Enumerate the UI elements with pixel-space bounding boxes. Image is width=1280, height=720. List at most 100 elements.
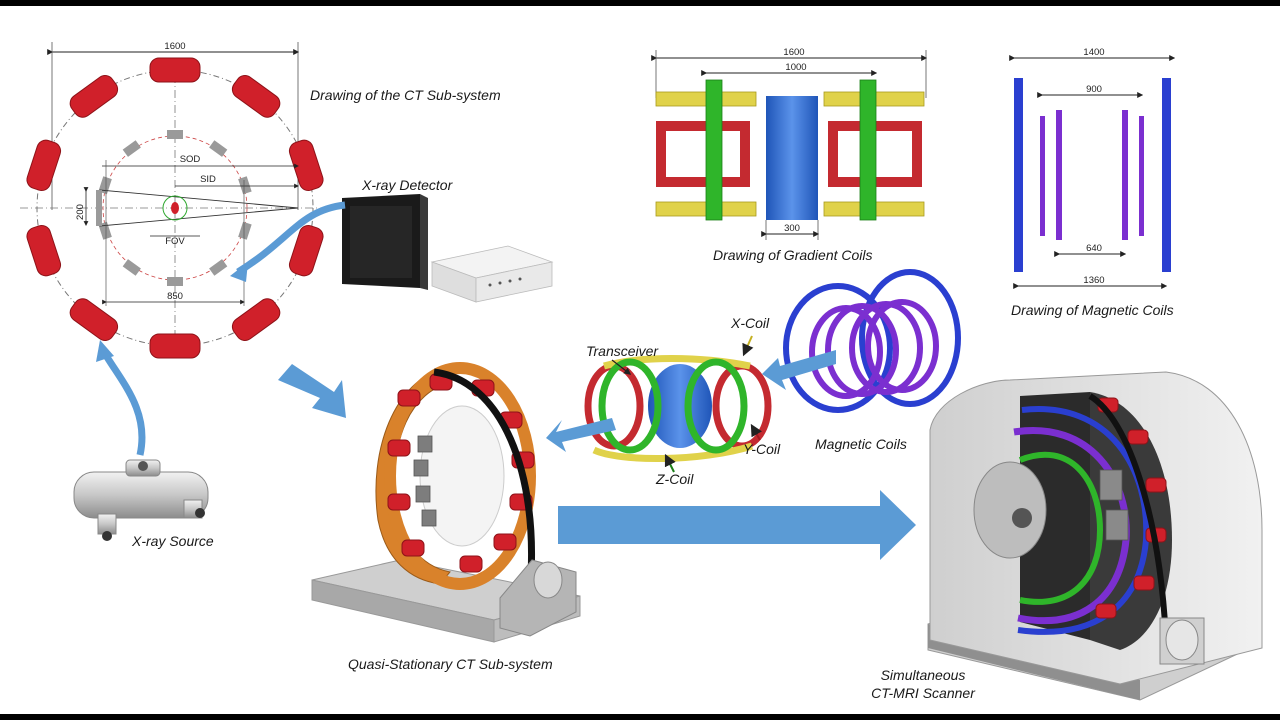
outer-magnet-ring: [783, 283, 893, 413]
fov-label: FOV: [165, 236, 185, 247]
magnet-outer-coil: [1162, 78, 1171, 272]
xray-detector-caption: X-ray Detector: [361, 177, 454, 193]
orange-ring: [384, 362, 536, 590]
detector-arrow: [236, 201, 346, 275]
controller-light: [518, 277, 522, 281]
magnet-inner-coil: [1056, 110, 1062, 240]
xray-source-illustration: [73, 459, 209, 541]
detector-segment: [167, 277, 183, 286]
phantom-object: [171, 202, 179, 214]
z-coil-bar: [705, 79, 723, 221]
ring-detector: [421, 509, 437, 527]
drive-belt: [433, 368, 535, 591]
scanner-motor-pulley: [1165, 619, 1199, 661]
detector-surface: [350, 206, 412, 278]
controller-light: [488, 283, 492, 287]
fov-circle: [162, 195, 188, 221]
height-dimension: 200: [75, 204, 86, 220]
scanner-source: [1127, 429, 1149, 445]
detector-segment: [209, 259, 228, 276]
detector-segment: [122, 259, 141, 276]
detector-controller-box: [430, 245, 554, 303]
magnetic-short-dimension: 640: [1086, 243, 1102, 254]
x-coil-caption: X-Coil: [730, 315, 770, 331]
ring-detector: [415, 485, 431, 503]
bore-object: [1012, 508, 1032, 528]
ct-drawing: 1600: [20, 41, 330, 359]
magnetic-drawing-caption: Drawing of Magnetic Coils: [1011, 302, 1174, 318]
gradient-coils-drawing: 1600 1000 300: [651, 47, 928, 240]
magnetic-coils-caption: Magnetic Coils: [815, 436, 907, 452]
scanner-green-coil: [1018, 451, 1104, 605]
detector-arrow-head: [230, 262, 248, 282]
magnetic-coils-drawing: 1400 900 640 1360: [1009, 47, 1176, 289]
xray-source-tube: [231, 298, 281, 341]
scanner-detector: [1105, 509, 1129, 541]
gradient-inner-dimension: 1000: [785, 62, 806, 73]
scanner-source: [1095, 603, 1117, 619]
xray-source-tube: [288, 139, 324, 191]
magnetic-inner-dimension: 900: [1086, 84, 1102, 95]
gradient-drawing-caption: Drawing of Gradient Coils: [713, 247, 873, 263]
controller-light: [508, 279, 512, 283]
ring-source: [397, 389, 421, 407]
detector-segment: [238, 221, 252, 240]
x-coil-pointer: [742, 335, 754, 357]
ring-source: [387, 493, 411, 511]
y-coil-pointer: [750, 423, 762, 441]
magnet-inner-coil: [1122, 110, 1128, 240]
transceiver-block: [766, 96, 818, 220]
green-coil-3d: [598, 358, 662, 454]
ring-source: [493, 533, 517, 551]
magnetic-bottom-dimension: 1360: [1083, 275, 1104, 286]
transceiver-caption: Transceiver: [586, 343, 659, 359]
transceiver-pointer: [611, 359, 632, 375]
xray-source-tube: [149, 57, 201, 83]
controller-light: [498, 281, 502, 285]
magnet-inner-coil: [1139, 116, 1144, 236]
xray-source-tube: [69, 75, 119, 118]
scanner-detector: [1099, 469, 1123, 501]
detector-segment: [167, 130, 183, 139]
source-connector-end: [102, 531, 112, 541]
inner-magnet-ring: [865, 299, 939, 393]
scanner-belt: [1088, 393, 1169, 641]
sod-label: SOD: [180, 154, 201, 165]
z-coil-caption: Z-Coil: [655, 471, 694, 487]
x-coil-loop: [656, 121, 750, 187]
detector-segment: [122, 140, 141, 157]
xray-source-tube: [231, 75, 281, 118]
ct-drawing-caption: Drawing of the CT Sub-system: [310, 87, 501, 103]
scanner-caption-line2: CT-MRI Scanner: [871, 685, 976, 701]
scanner-source: [1133, 575, 1155, 591]
detector-segment: [238, 176, 252, 195]
ct-outer-dimension: 1600: [164, 41, 185, 52]
ring-detector: [417, 435, 433, 453]
magnetic-coils-illustration: [783, 269, 961, 413]
xray-source-tube: [26, 225, 62, 277]
xray-source-tube: [26, 139, 62, 191]
detector-panel-side: [420, 194, 428, 290]
source-window: [138, 461, 148, 471]
ring-source: [387, 439, 411, 457]
z-coil-pointer: [664, 453, 676, 473]
xray-detector-illustration: [342, 194, 428, 290]
transceiver-cylinder: [648, 364, 712, 448]
yellow-coil-3d: [592, 442, 754, 463]
ring-detector: [413, 459, 429, 477]
gradient-gap-dimension: 300: [784, 223, 800, 234]
quasi-ct-caption: Quasi-Stationary CT Sub-system: [348, 656, 553, 672]
ring-source: [401, 539, 425, 557]
y-coil-caption: Y-Coil: [743, 441, 781, 457]
magnetic-outer-dimension: 1400: [1083, 47, 1104, 58]
ct-mri-scanner-illustration: [927, 371, 1263, 701]
assembly-to-scanner-arrow: [558, 490, 916, 560]
scanner-caption-line1: Simultaneous: [881, 667, 966, 683]
inner-magnet-ring: [825, 303, 899, 397]
ct-detector-block: [96, 190, 102, 226]
xray-source-tube: [149, 333, 201, 359]
gradient-assembly-illustration: [584, 355, 772, 463]
outer-magnet-ring: [859, 269, 961, 407]
xray-source-caption: X-ray Source: [131, 533, 214, 549]
